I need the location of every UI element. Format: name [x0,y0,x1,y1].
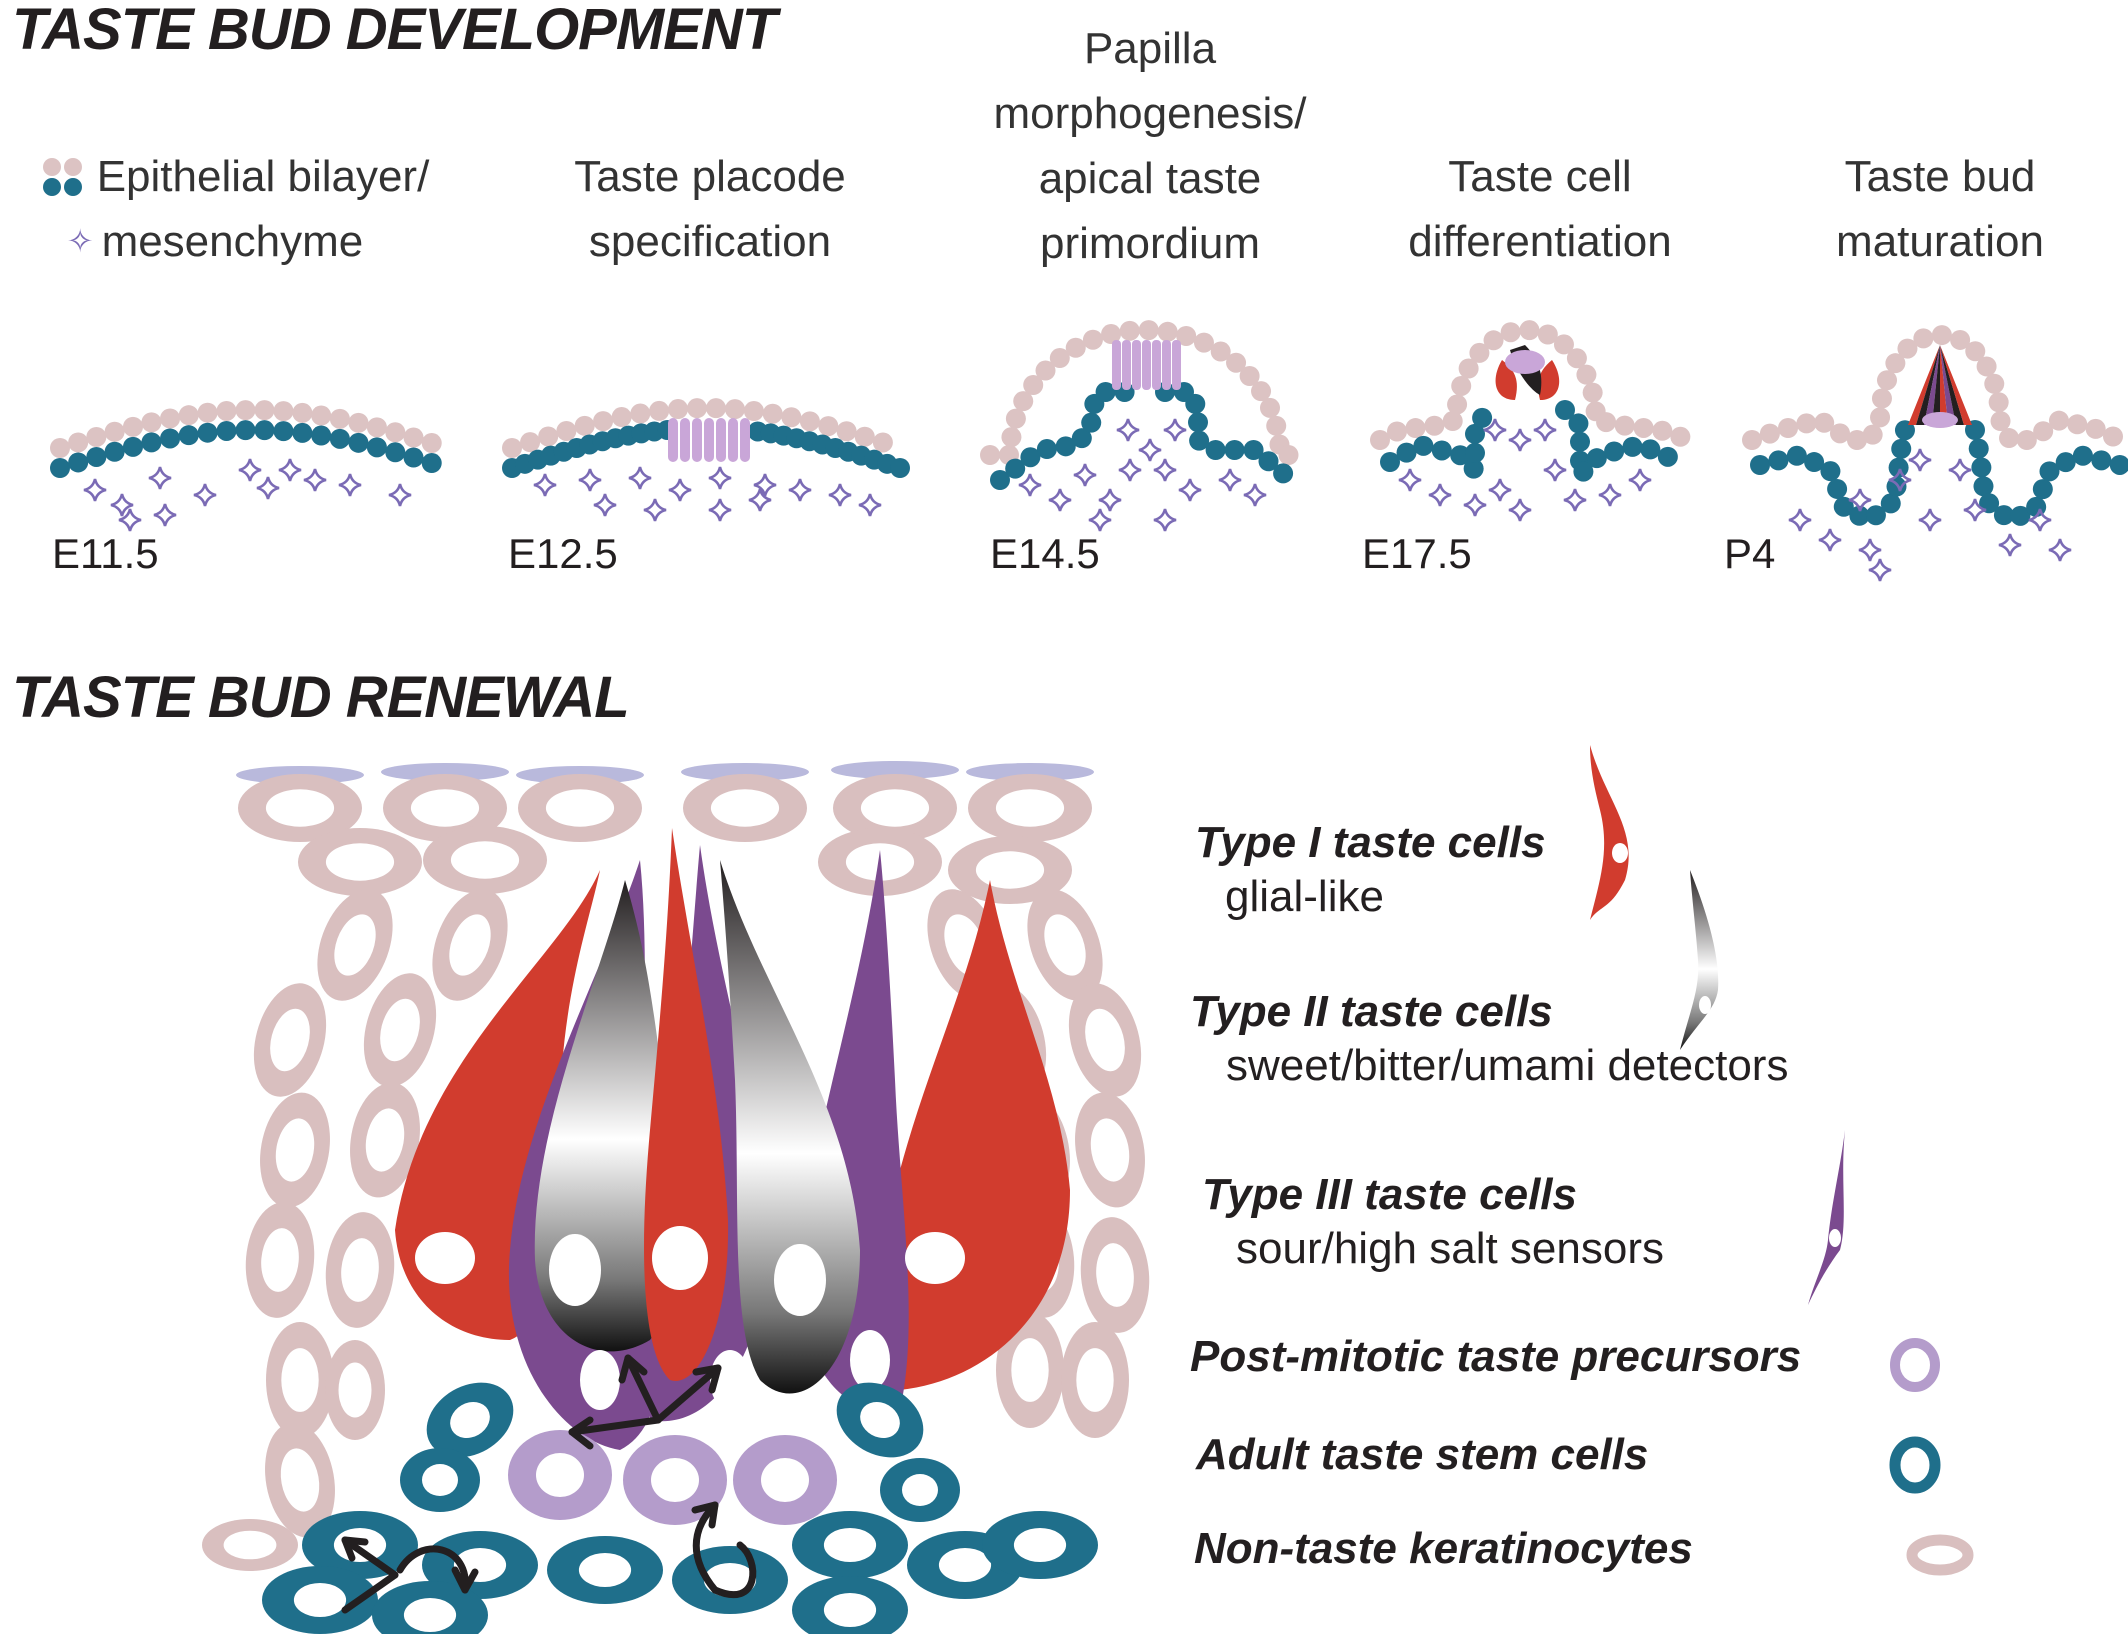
legend-stem-cells: Adult taste stem cells [1196,1430,1649,1479]
legend-type2: Type II taste cells sweet/bitter/umami d… [1190,987,1789,1090]
type1-legend-icon [1590,745,1629,920]
stage-label-e14: Papilla morphogenesis/ apical taste prim… [993,24,1307,268]
stage-e12-diagram [502,398,910,523]
squame-layer [236,761,1094,784]
type3-legend-icon [1808,1130,1845,1305]
legend-type3: Type III taste cells sour/high salt sens… [1202,1170,1664,1273]
stage-p4-diagram [1742,325,2128,583]
lineage-arrows [341,1354,757,1614]
stage-label-e17: Taste cell differentiation [1408,152,1672,266]
stage-e17-diagram [1370,320,1691,523]
legend-mesenchyme: mesenchyme [101,217,364,266]
stage-label-e11: Epithelial bilayer/ ✧ mesenchyme [0,144,470,274]
age-p4: P4 [1724,530,1776,577]
taste-bud [395,828,1070,1525]
age-e12: E12.5 [508,530,618,577]
legend-type1: Type I taste cells glial-like [1195,818,1546,921]
development-diagrams [50,320,2128,583]
stage-e11-diagram [50,400,442,533]
legend-precursors: Post-mitotic taste precursors [1190,1332,1802,1381]
legend-keratinocytes: Non-taste keratinocytes [1194,1524,1693,1573]
development-title: TASTE BUD DEVELOPMENT [12,0,777,62]
stage-label-p4: Taste bud maturation [1836,152,2044,266]
stage-label-e12: Taste placode specification [574,152,846,266]
age-e17: E17.5 [1362,530,1472,577]
stem-legend-icon [1889,1436,1941,1494]
age-e14: E14.5 [990,530,1100,577]
renewal-title: TASTE BUD RENEWAL [12,665,630,730]
keratinocyte-legend-icon [1906,1534,1974,1576]
type2-legend-icon [1680,870,1719,1050]
mesenchyme-star-icon: ✧ [66,223,94,259]
legend-epithelial: Epithelial bilayer/ [96,152,430,201]
epithelial-bilayer-icon [42,157,82,196]
precursor-legend-icon [1890,1338,1940,1392]
stage-e14-diagram [980,320,1299,533]
age-e11: E11.5 [52,530,159,577]
